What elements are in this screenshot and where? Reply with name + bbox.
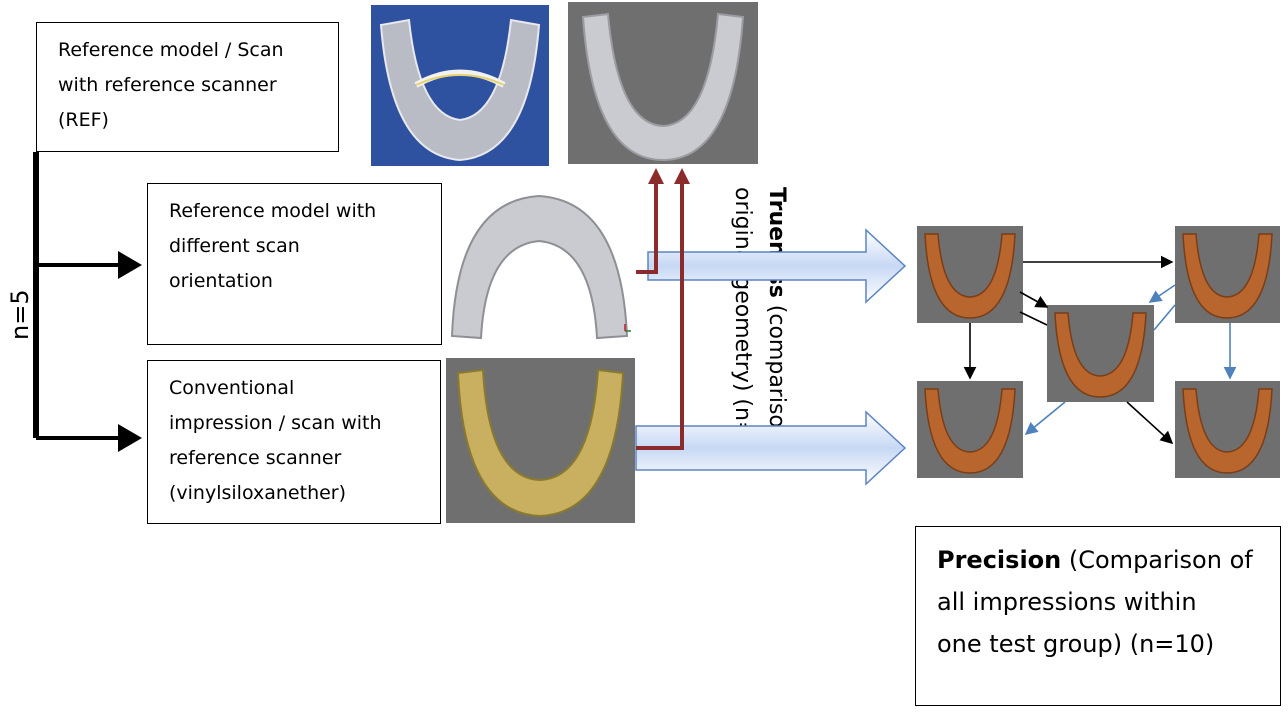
red-connector-top	[636, 168, 664, 274]
trueness-bold: Trueness	[764, 187, 789, 298]
red-connector-bottom	[636, 168, 690, 450]
box-reference-scan: Reference model / Scan with reference sc…	[36, 22, 339, 152]
trueness-line2: original geometry) (n=5)	[730, 187, 755, 462]
ref-orient-line1: Reference model with	[169, 200, 377, 222]
n-label: n=5	[6, 289, 34, 340]
dental-arch-copper-br	[1175, 381, 1280, 478]
dental-arch-photo	[371, 5, 549, 166]
dental-arch-copper-center	[1047, 305, 1154, 402]
box-precision: Precision (Comparison of all impressions…	[915, 526, 1281, 706]
ref-scan-line2: with reference scanner	[58, 74, 277, 96]
precision-bold: Precision	[937, 546, 1062, 574]
dental-arch-copper-tl	[917, 226, 1023, 323]
dental-arch-gold	[446, 358, 635, 523]
dental-arch-scan	[568, 2, 758, 164]
conventional-line1: Conventional	[169, 377, 295, 399]
conventional-line3: reference scanner	[169, 447, 342, 469]
precision-line2: all impressions within	[937, 588, 1197, 616]
conventional-line4: (vinylsiloxanether)	[169, 482, 347, 504]
trueness-rest1: (comparison to	[764, 297, 789, 471]
dental-arch-copper-tr	[1175, 226, 1280, 323]
ref-scan-line3: (REF)	[58, 109, 109, 131]
precision-line3: one test group) (n=10)	[937, 630, 1215, 658]
trueness-label: Trueness (comparison to original geometr…	[725, 187, 793, 471]
ref-scan-line1: Reference model / Scan	[58, 39, 284, 61]
box-reference-orientation: Reference model with different scan orie…	[147, 183, 442, 345]
precision-rest1: (Comparison of	[1061, 546, 1253, 574]
dental-arch-orientation	[447, 186, 632, 342]
ref-orient-line3: orientation	[169, 270, 273, 292]
conventional-line2: impression / scan with	[169, 412, 382, 434]
n5-tree	[33, 152, 142, 452]
axis-icon	[624, 324, 631, 332]
ref-orient-line2: different scan	[169, 235, 300, 257]
box-conventional: Conventional impression / scan with refe…	[147, 360, 441, 524]
dental-arch-copper-bl	[917, 381, 1023, 478]
